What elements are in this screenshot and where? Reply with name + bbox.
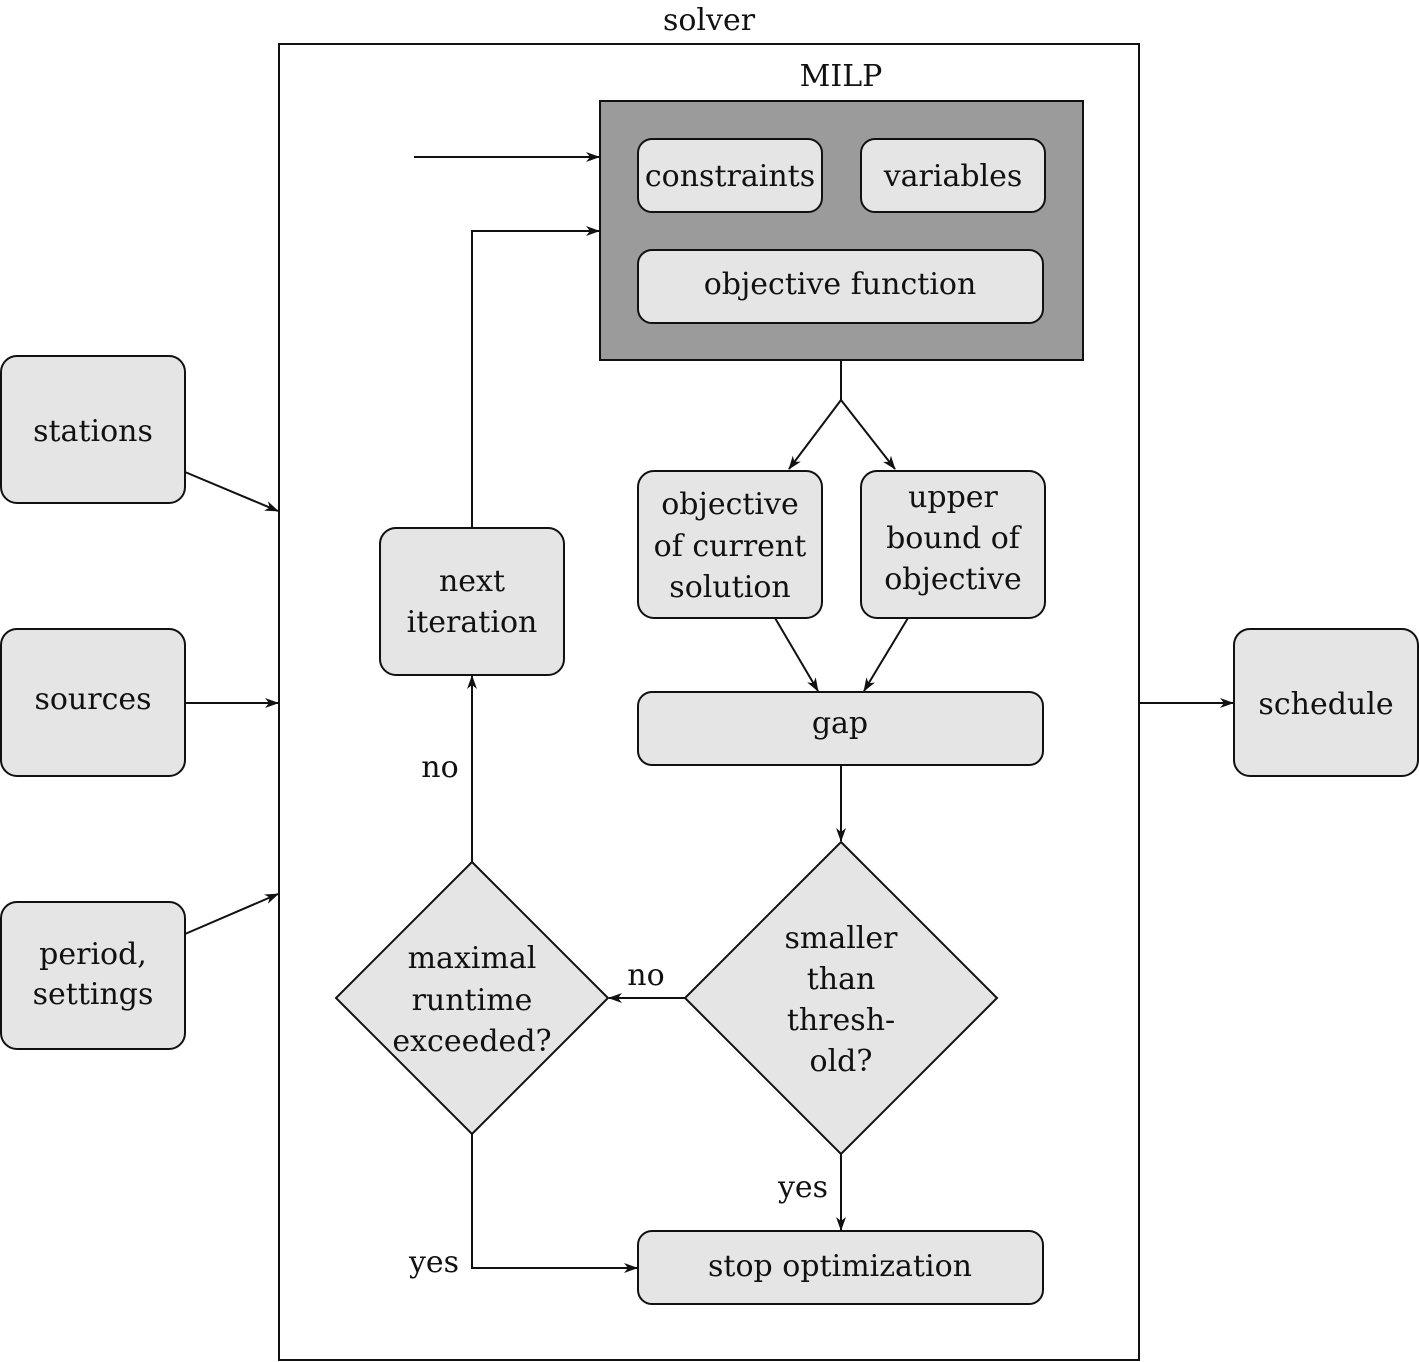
threshold-line4: old?: [810, 1044, 873, 1079]
objective-current-line1: objective: [661, 487, 798, 522]
edge-objective-current-to-gap: [774, 617, 819, 692]
next-iteration-line2: iteration: [407, 605, 538, 640]
edge-milp-to-upper-bound: [840, 399, 896, 470]
edge-period-to-solver: [184, 893, 279, 935]
next-iteration-box: [379, 527, 565, 676]
solver-title: solver: [663, 3, 756, 38]
schedule-label: schedule: [1258, 687, 1393, 722]
objective-current-box: [637, 470, 823, 619]
runtime-yes-label: yes: [408, 1245, 459, 1280]
threshold-no-label: no: [627, 958, 664, 993]
variables-label: variables: [883, 159, 1023, 194]
objective-function-label: objective function: [704, 267, 977, 302]
stop-optimization-label: stop optimization: [708, 1249, 972, 1284]
next-iteration-line1: next: [439, 564, 505, 599]
constraints-label: constraints: [645, 159, 815, 194]
period-settings-box: [0, 901, 186, 1050]
runtime-line2: runtime: [412, 983, 533, 1018]
edge-stations-to-solver: [184, 471, 279, 512]
variables-box: [860, 138, 1046, 213]
runtime-line1: maximal: [408, 941, 537, 976]
stop-optimization-box: [637, 1230, 1044, 1305]
upper-bound-line1: upper: [908, 480, 998, 515]
upper-bound-line2: bound of: [886, 521, 1022, 556]
threshold-yes-label: yes: [777, 1170, 828, 1205]
upper-bound-box: [860, 470, 1046, 619]
threshold-line1: smaller: [784, 921, 898, 956]
gap-label: gap: [812, 706, 868, 741]
milp-title: MILP: [800, 59, 883, 94]
constraints-box: [637, 138, 823, 213]
stations-box: [0, 355, 186, 504]
edge-upper-bound-to-gap: [863, 617, 909, 692]
threshold-line2: than: [807, 962, 876, 997]
settings-label: settings: [33, 977, 154, 1012]
edge-runtime-yes: [471, 1134, 638, 1273]
period-label: period,: [39, 937, 147, 972]
objective-current-line2: of current: [654, 529, 807, 564]
objective-function-box: [637, 249, 1044, 324]
sources-label: sources: [34, 682, 151, 717]
objective-current-line3: solution: [669, 570, 790, 605]
threshold-line3: thresh-: [787, 1003, 895, 1038]
edge-milp-to-objective-current: [788, 399, 842, 470]
runtime-no-label: no: [421, 750, 458, 785]
stations-label: stations: [33, 414, 153, 449]
edge-next-iteration-to-milp: [471, 226, 600, 528]
upper-bound-line3: objective: [884, 562, 1021, 597]
runtime-line3: exceeded?: [392, 1024, 551, 1059]
schedule-box: [1233, 628, 1419, 777]
